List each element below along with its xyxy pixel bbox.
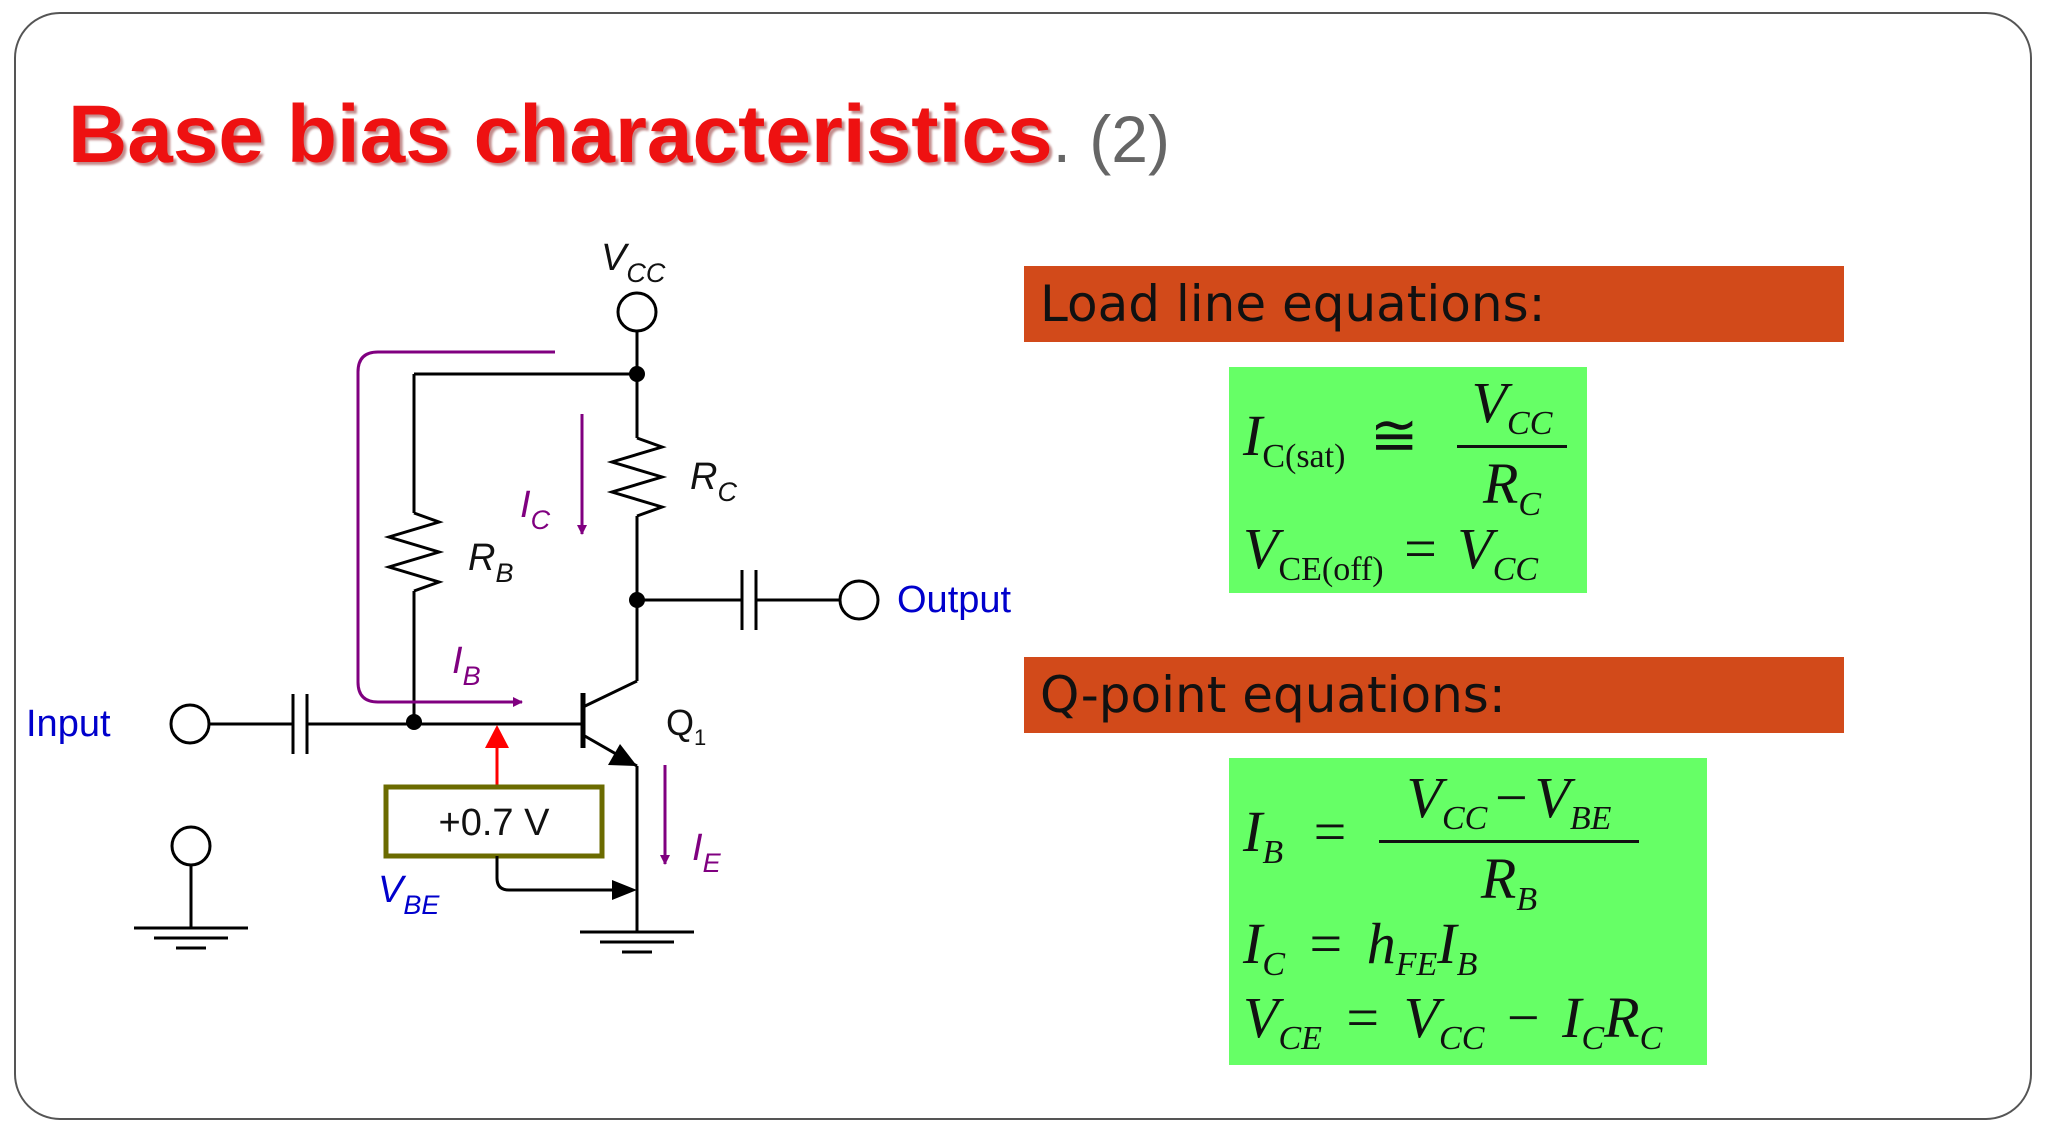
- rc-label: RC: [690, 456, 737, 507]
- load-line-header: Load line equations:: [1024, 266, 1844, 342]
- vbe-emitter-arrow-head: [612, 880, 637, 900]
- vbe-label: VBE: [378, 869, 440, 920]
- load-line-eq2: VCE(off) = VCC: [1243, 516, 1539, 588]
- ic-label: IC: [520, 484, 551, 535]
- q-point-eq2: IC = hFEIB: [1243, 911, 1478, 983]
- base-bias-circuit: +0.7 V VCC RC RB IC IB IE Q1 Input Outpu…: [26, 237, 1012, 954]
- q-point-header: Q-point equations:: [1024, 657, 1844, 733]
- rc-resistor: [606, 436, 668, 518]
- input-ground-terminal[interactable]: [170, 825, 212, 867]
- vbe-value: +0.7 V: [439, 802, 551, 844]
- q-point-eq3: VCE = VCC − ICRC: [1243, 985, 1663, 1057]
- ib-label: IB: [452, 640, 481, 691]
- q-point-eq1-fraction: VCC−VBE RB: [1379, 764, 1639, 919]
- load-line-eq1: IC(sat) ≅: [1243, 403, 1419, 475]
- vbe-box: [383, 784, 605, 859]
- output-label: Output: [897, 579, 1012, 621]
- title-main: Base bias characteristics: [68, 89, 1053, 180]
- base-current-loop: [356, 350, 555, 707]
- vbe-arrow-head: [485, 725, 509, 748]
- rb-resistor: [383, 511, 445, 593]
- vcc-terminal[interactable]: [616, 291, 658, 333]
- rb-label: RB: [468, 537, 513, 588]
- output-terminal[interactable]: [838, 579, 880, 621]
- vcc-label: VCC: [601, 237, 666, 288]
- q-point-eq1: IB =: [1243, 799, 1347, 871]
- ie-label: IE: [692, 827, 722, 878]
- slide-title: Base bias characteristics. (2): [68, 88, 1170, 182]
- input-terminal[interactable]: [169, 703, 211, 745]
- input-label: Input: [26, 703, 111, 745]
- collector-lead: [582, 679, 638, 709]
- load-line-eq1-fraction: VCC RC: [1457, 369, 1567, 524]
- q-point-equations: IB = VCC−VBE RB IC = hFEIB VCE = VCC − I…: [1229, 758, 1707, 1065]
- base-junction: [406, 714, 422, 730]
- emitter-arrow: [608, 744, 637, 766]
- vbe-emitter-link: [495, 856, 612, 892]
- q1-label: Q1: [666, 702, 706, 750]
- title-suffix: . (2): [1052, 102, 1170, 176]
- load-line-equations: IC(sat) ≅ VCC RC VCE(off) = VCC: [1229, 367, 1587, 593]
